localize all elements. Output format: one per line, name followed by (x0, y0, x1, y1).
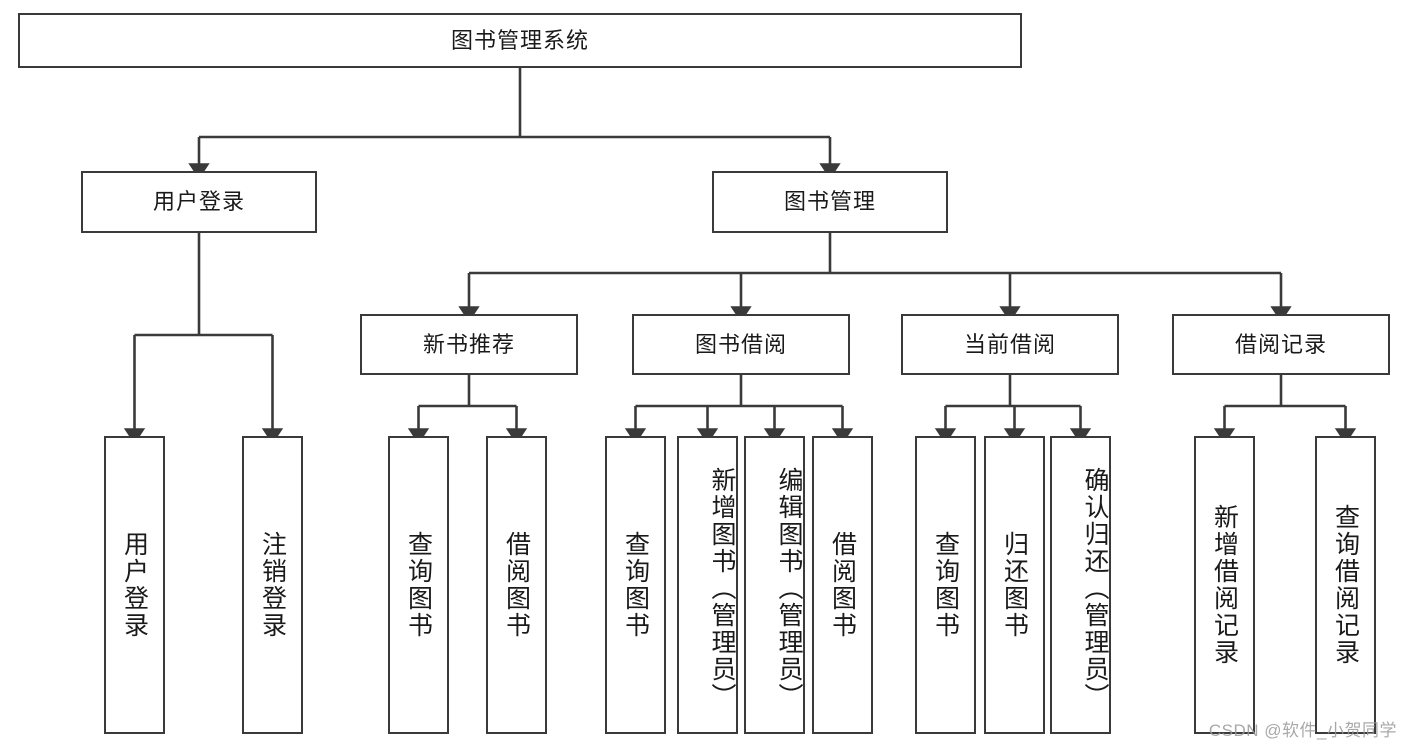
leaf-user-logout-label: 注销登录 (258, 531, 287, 639)
csdn-watermark: CSDN @软件_小贺同学 (1208, 721, 1397, 740)
leaf-current-query-book-label: 查询图书 (931, 531, 960, 639)
leaf-record-add-label: 新增借阅记录 (1210, 504, 1239, 666)
leaf-borrow-edit-book[interactable]: 编辑图书（管理员） (744, 436, 805, 734)
node-current-borrow[interactable]: 当前借阅 (901, 314, 1119, 375)
leaf-current-query-book[interactable]: 查询图书 (915, 436, 976, 734)
node-book-borrow[interactable]: 图书借阅 (632, 314, 850, 375)
node-book-management[interactable]: 图书管理 (712, 171, 948, 233)
node-borrow-record-label: 借阅记录 (1234, 331, 1327, 357)
node-book-management-label: 图书管理 (783, 189, 876, 215)
leaf-borrow-query-book-label: 查询图书 (621, 531, 650, 639)
node-root[interactable]: 图书管理系统 (18, 13, 1022, 68)
leaf-current-confirm-return[interactable]: 确认归还（管理员） (1050, 436, 1111, 734)
leaf-borrow-borrow-book-label: 借阅图书 (828, 531, 857, 639)
leaf-borrow-add-book-label: 新增图书（管理员） (708, 466, 736, 710)
leaf-current-return-book[interactable]: 归还图书 (984, 436, 1045, 734)
leaf-record-query-label: 查询借阅记录 (1331, 504, 1360, 666)
leaf-new-query-book-label: 查询图书 (404, 531, 433, 639)
leaf-borrow-borrow-book[interactable]: 借阅图书 (812, 436, 873, 734)
node-root-label: 图书管理系统 (450, 27, 589, 53)
leaf-borrow-query-book[interactable]: 查询图书 (605, 436, 666, 734)
node-new-book-recommend[interactable]: 新书推荐 (360, 314, 578, 375)
node-new-book-recommend-label: 新书推荐 (422, 331, 515, 357)
leaf-user-logout[interactable]: 注销登录 (242, 436, 303, 734)
leaf-current-confirm-return-label: 确认归还（管理员） (1081, 466, 1109, 710)
leaf-borrow-edit-book-label: 编辑图书（管理员） (775, 466, 803, 710)
node-user-login[interactable]: 用户登录 (81, 171, 317, 233)
node-borrow-record[interactable]: 借阅记录 (1172, 314, 1390, 375)
leaf-new-borrow-book[interactable]: 借阅图书 (486, 436, 547, 734)
leaf-current-return-book-label: 归还图书 (1000, 531, 1029, 639)
leaf-new-borrow-book-label: 借阅图书 (502, 531, 531, 639)
leaf-borrow-add-book[interactable]: 新增图书（管理员） (677, 436, 738, 734)
leaf-new-query-book[interactable]: 查询图书 (388, 436, 449, 734)
node-user-login-label: 用户登录 (152, 189, 245, 215)
leaf-record-query[interactable]: 查询借阅记录 (1315, 436, 1376, 734)
leaf-user-login-label: 用户登录 (120, 531, 149, 639)
node-book-borrow-label: 图书借阅 (694, 331, 787, 357)
leaf-user-login[interactable]: 用户登录 (104, 436, 165, 734)
node-current-borrow-label: 当前借阅 (963, 331, 1056, 357)
leaf-record-add[interactable]: 新增借阅记录 (1194, 436, 1255, 734)
